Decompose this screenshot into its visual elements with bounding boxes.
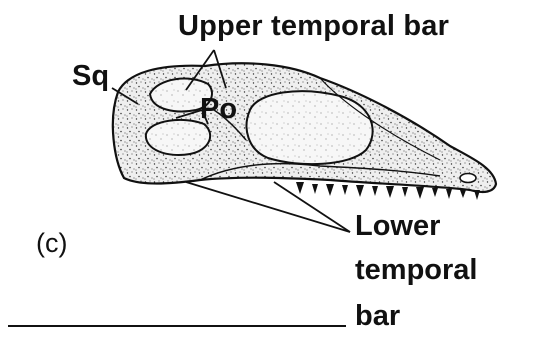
leader-lower-temporal-1 bbox=[186, 182, 350, 232]
lower-temporal-bar-label-line3: bar bbox=[355, 302, 400, 331]
orbit bbox=[247, 91, 373, 164]
lower-temporal-fenestra bbox=[146, 120, 210, 155]
panel-label: (c) bbox=[36, 230, 67, 257]
postorbital-label: Po bbox=[200, 95, 237, 124]
lower-temporal-bar-label-line1: Lower bbox=[355, 212, 440, 241]
lower-temporal-bar-label-line2: temporal bbox=[355, 256, 477, 285]
nostril bbox=[460, 174, 476, 183]
squamosal-label: Sq bbox=[72, 62, 109, 91]
leader-lower-temporal-2 bbox=[274, 182, 350, 232]
upper-temporal-bar-label: Upper temporal bar bbox=[178, 12, 449, 41]
